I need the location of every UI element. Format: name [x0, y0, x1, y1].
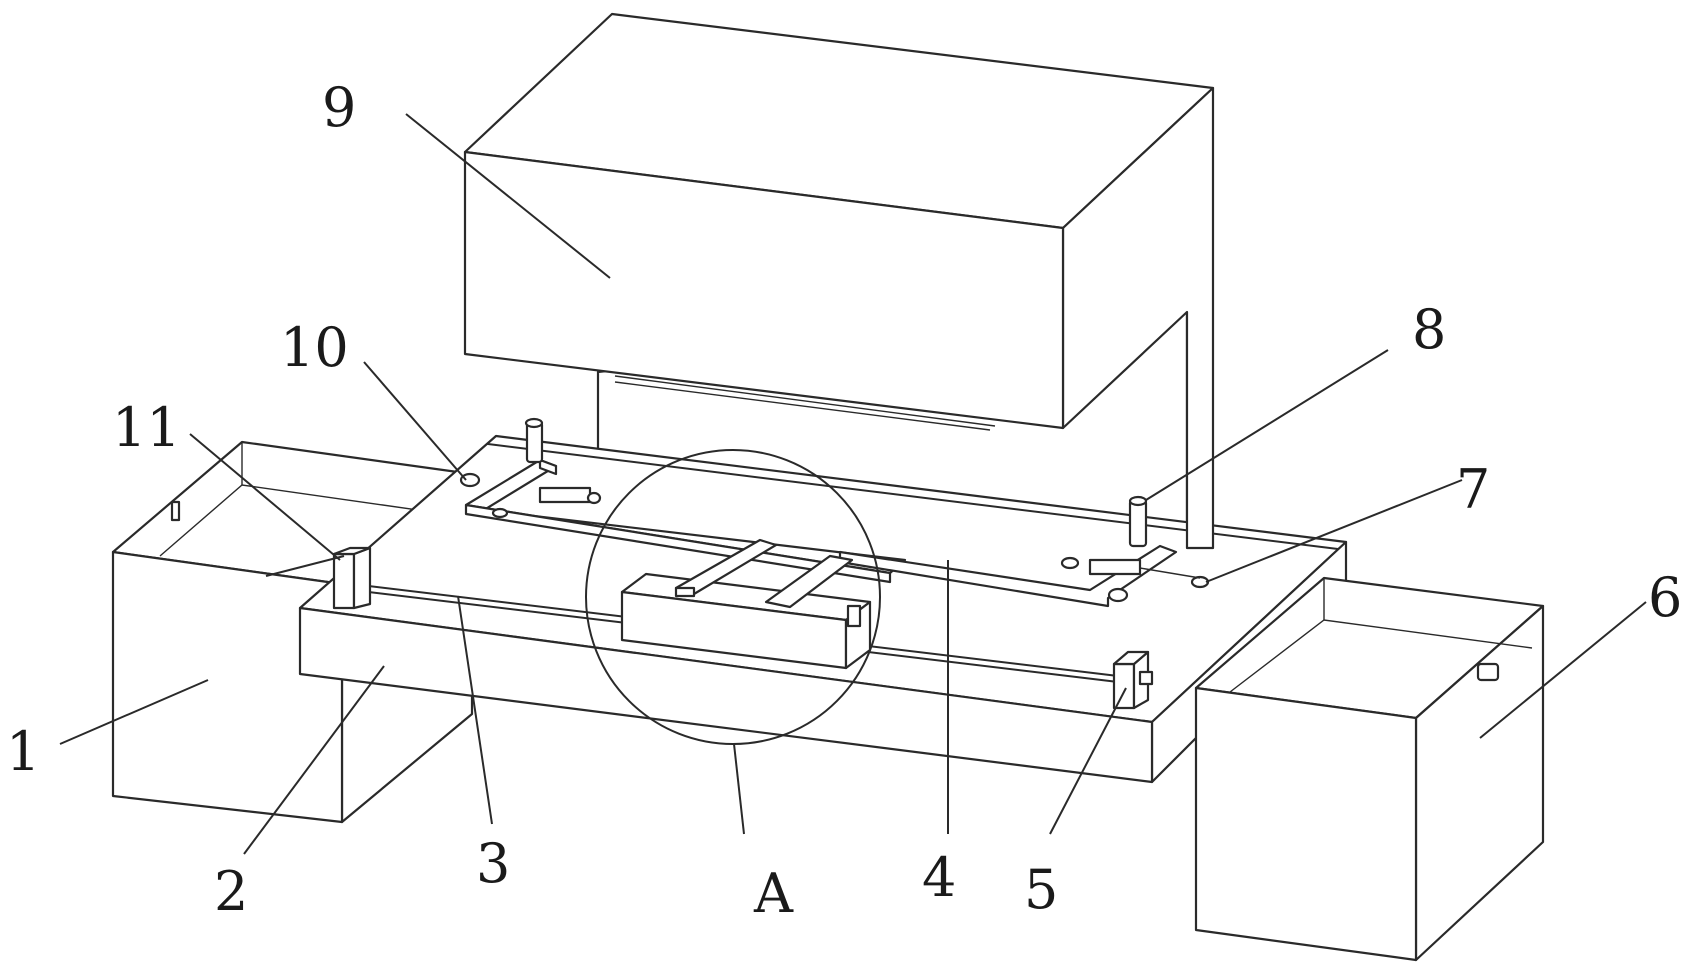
right-slider-frame	[838, 495, 1210, 608]
label-1: 1	[6, 720, 40, 783]
label-6: 6	[1648, 566, 1682, 629]
label-9: 9	[322, 76, 356, 139]
label-2: 2	[214, 860, 248, 923]
label-11: 11	[112, 396, 181, 459]
detail-circle-a	[585, 449, 881, 745]
label-4: 4	[922, 846, 956, 909]
reference-numerals: 9 10 11 8 7 6 1 2 3 A 4 5	[6, 76, 1682, 925]
right-bin	[1194, 576, 1545, 962]
label-8: 8	[1412, 298, 1446, 361]
label-10: 10	[280, 316, 349, 379]
label-7: 7	[1456, 458, 1490, 521]
label-5: 5	[1024, 858, 1058, 921]
centre-carriage	[620, 538, 872, 670]
leader-lines	[59, 113, 1647, 855]
label-a: A	[753, 862, 794, 925]
label-3: 3	[476, 832, 510, 895]
machine-housing	[463, 12, 1215, 550]
